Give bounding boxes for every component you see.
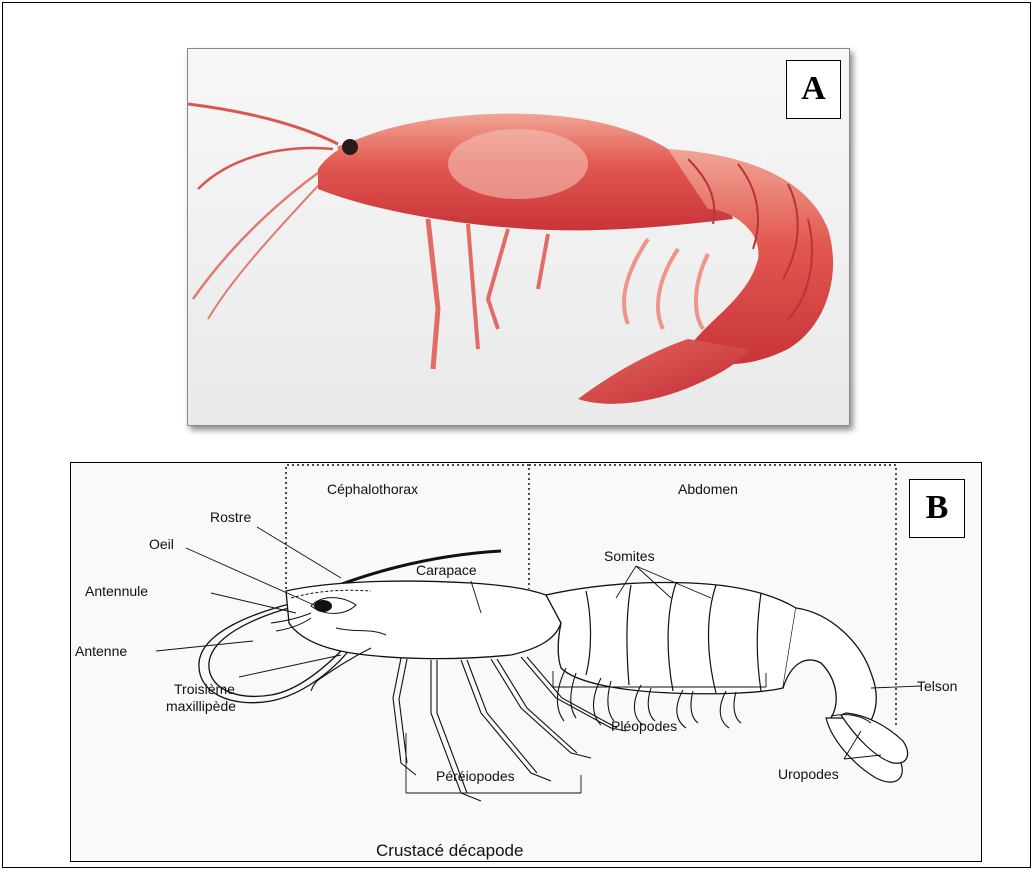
shrimp-photo-drawing bbox=[188, 49, 850, 426]
panel-b-tag: B bbox=[909, 479, 965, 538]
label-antenne: Antenne bbox=[75, 643, 127, 659]
label-oeil: Oeil bbox=[149, 536, 174, 552]
label-maxillipede: maxillipède bbox=[166, 698, 236, 714]
label-abdomen: Abdomen bbox=[678, 481, 738, 497]
label-somites: Somites bbox=[604, 548, 655, 564]
label-cephalothorax: Céphalothorax bbox=[327, 481, 418, 497]
carapace bbox=[286, 581, 561, 659]
label-telson: Telson bbox=[917, 678, 957, 694]
shrimp-diagram: Céphalothorax Abdomen Rostre Oeil Antenn… bbox=[71, 463, 983, 863]
diagram-caption: Crustacé décapode bbox=[376, 841, 523, 860]
sixth-somite bbox=[783, 608, 876, 731]
label-uropodes: Uropodes bbox=[778, 766, 839, 782]
panel-a-tag: A bbox=[786, 60, 841, 119]
shrimp-diagram-panel: Céphalothorax Abdomen Rostre Oeil Antenn… bbox=[70, 462, 982, 862]
label-troisieme: Troisième bbox=[174, 681, 235, 697]
label-pleopodes: Pléopodes bbox=[611, 718, 677, 734]
label-carapace: Carapace bbox=[416, 562, 477, 578]
label-pereiopodes: Péréiopodes bbox=[436, 768, 515, 784]
label-antennule: Antennule bbox=[85, 583, 148, 599]
label-rostre: Rostre bbox=[210, 509, 251, 525]
shrimp-photo bbox=[187, 48, 850, 426]
